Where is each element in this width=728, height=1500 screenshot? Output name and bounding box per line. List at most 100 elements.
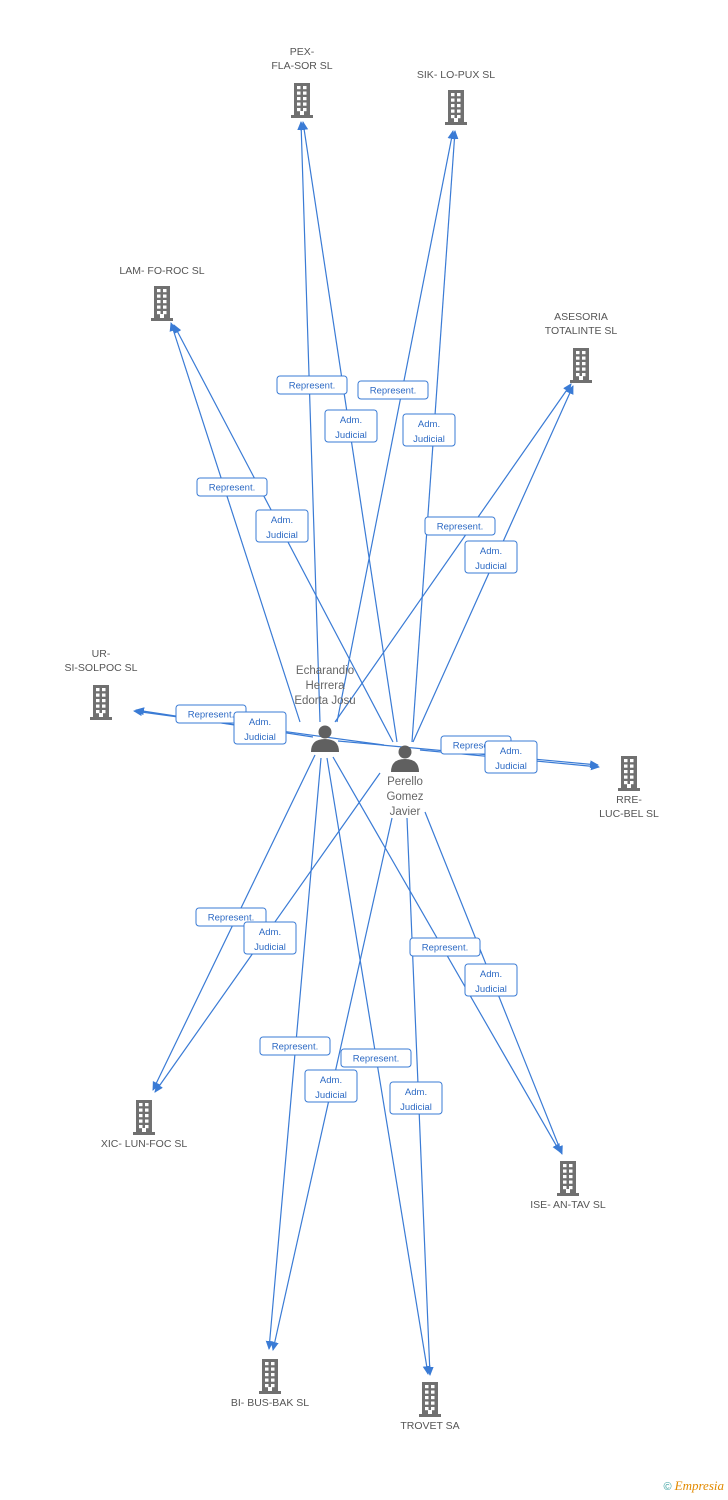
edge-p1-c1 <box>297 121 321 723</box>
edge-label-p2-c5[interactable]: Adm.Judicial <box>233 711 287 745</box>
edge-label-p2-c3[interactable]: Adm.Judicial <box>255 509 309 543</box>
edge-label-p1-c5[interactable]: Represent. <box>175 704 247 724</box>
edge-label-text: Represent. <box>370 386 416 397</box>
edge-label-text: Judicial <box>266 530 298 541</box>
edge-label-text: Represent. <box>272 1042 318 1053</box>
edge-label-p2-c2[interactable]: Adm.Judicial <box>402 413 456 447</box>
building-icon <box>259 1359 281 1394</box>
edge-label-box <box>402 413 456 447</box>
company-name: TOTALINTE SL <box>545 325 618 337</box>
edge-label-text: Represent. <box>422 943 468 954</box>
building-icon <box>151 286 173 321</box>
person-name: Herrera <box>306 680 346 692</box>
building-icon <box>419 1382 441 1417</box>
edge-label-text: Represent. <box>289 381 335 392</box>
company-node-c5[interactable]: UR- SI-SOLPOC SL <box>65 648 138 720</box>
edge-label-text: Represent. <box>188 710 234 721</box>
company-name: XIC- LUN-FOC SL <box>101 1138 188 1150</box>
company-node-c9[interactable]: BI- BUS-BAK SL <box>231 1359 309 1409</box>
building-icon <box>90 685 112 720</box>
company-name: SI-SOLPOC SL <box>65 662 138 674</box>
building-icon <box>133 1100 155 1135</box>
edge-label-p2-c8[interactable]: Adm. Judicial <box>464 963 518 997</box>
copyright-symbol: © <box>663 1481 672 1493</box>
edge-label-text: Adm. <box>405 1087 427 1098</box>
company-node-c2[interactable]: SIK- LO-PUX SL <box>417 69 495 125</box>
edge-p1-c4 <box>334 383 572 723</box>
edge-label-p1-c2[interactable]: Represent. <box>357 380 429 400</box>
company-node-c10[interactable]: TROVET SA <box>400 1382 460 1432</box>
edge-label-box <box>233 711 287 745</box>
edge-label-box <box>324 409 378 443</box>
company-name: ASESORIA <box>554 311 608 323</box>
company-name: BI- BUS-BAK SL <box>231 1397 309 1409</box>
edge-label-p2-c7[interactable]: Adm. Judicial <box>243 921 297 955</box>
edge-label-p1-c1[interactable]: Represent. <box>276 375 348 395</box>
edge-label-p1-c3[interactable]: Represent. <box>196 477 268 497</box>
edge-label-text: Judicial <box>244 732 276 743</box>
edge-label-text: Judicial <box>495 761 527 772</box>
edge-label-box <box>484 740 538 774</box>
edge-label-box <box>389 1081 443 1115</box>
edge-label-text: Adm. <box>320 1075 342 1086</box>
company-node-c7[interactable]: XIC- LUN-FOC SL <box>101 1100 188 1150</box>
edge-label-box <box>340 1048 412 1068</box>
edge-p1-c2 <box>336 130 456 723</box>
person-name: Gomez <box>386 791 423 803</box>
company-name: ISE- AN-TAV SL <box>530 1199 606 1211</box>
edge-label-box <box>409 937 481 957</box>
brand-logo[interactable]: Empresia <box>674 1478 724 1493</box>
company-name: LAM- FO-ROC SL <box>119 265 204 277</box>
edge-label-p1-c4[interactable]: Represent. <box>424 516 496 536</box>
edge-label-p2-c9[interactable]: Adm.Judicial <box>304 1069 358 1103</box>
edge-label-box <box>357 380 429 400</box>
building-icon <box>557 1161 579 1196</box>
edge-label-text: Judicial <box>400 1102 432 1113</box>
company-name: LUC-BEL SL <box>599 808 659 820</box>
edge-label-text: Adm. <box>340 415 362 426</box>
building-icon <box>291 83 313 118</box>
edge-label-text: Represent. <box>353 1054 399 1065</box>
company-node-c1[interactable]: PEX-FLA-SOR SL <box>271 46 333 118</box>
edge-label-text: Judicial <box>475 984 507 995</box>
footer-brand: © Empresia <box>663 1478 724 1494</box>
edge-label-text: Adm. <box>480 969 502 980</box>
company-node-c6[interactable]: RRE- LUC-BEL SL <box>599 756 659 820</box>
edge-label-p1-c10[interactable]: Represent. <box>340 1048 412 1068</box>
company-name: UR- <box>92 648 111 660</box>
company-name: RRE- <box>616 794 642 806</box>
person-name: Javier <box>390 806 421 818</box>
edge-label-text: Judicial <box>475 561 507 572</box>
company-node-c8[interactable]: ISE- AN-TAV SL <box>530 1161 606 1211</box>
company-node-c4[interactable]: ASESORIA TOTALINTE SL <box>545 311 618 383</box>
person-name: Echarandio <box>296 665 354 677</box>
edge-label-text: Represent. <box>437 522 483 533</box>
edge-label-box <box>276 375 348 395</box>
edge-label-box <box>243 921 297 955</box>
edge-label-text: Adm. <box>259 927 281 938</box>
edge-label-p2-c4[interactable]: Adm. Judicial <box>464 540 518 574</box>
edge-label-text: Adm. <box>480 546 502 557</box>
edge-label-text: Represent. <box>209 483 255 494</box>
edge-label-p2-c6[interactable]: Adm. Judicial <box>484 740 538 774</box>
building-icon <box>445 90 467 125</box>
company-node-c3[interactable]: LAM- FO-ROC SL <box>119 265 205 321</box>
edge-label-p2-c10[interactable]: Adm. Judicial <box>389 1081 443 1115</box>
person-name: Edorta Josu <box>294 695 355 707</box>
edge-label-p2-c1[interactable]: Adm.Judicial <box>324 409 378 443</box>
edge-label-text: Adm. <box>500 746 522 757</box>
edge-label-text: Represent. <box>208 913 254 924</box>
edge-label-p1-c8[interactable]: Represent. <box>409 937 481 957</box>
company-name: TROVET SA <box>400 1420 459 1432</box>
edge-label-box <box>424 516 496 536</box>
nodes-layer: PEX-FLA-SOR SL SIK- LO-PUX SL LAM- FO-ROC … <box>65 46 659 1432</box>
edge-label-text: Represent. <box>453 741 499 752</box>
edge-label-text: Judicial <box>413 434 445 445</box>
person-name: Perello <box>387 776 423 788</box>
edge-label-p1-c9[interactable]: Represent. <box>259 1036 331 1056</box>
building-icon <box>618 756 640 791</box>
edge-label-text: Judicial <box>254 942 286 953</box>
